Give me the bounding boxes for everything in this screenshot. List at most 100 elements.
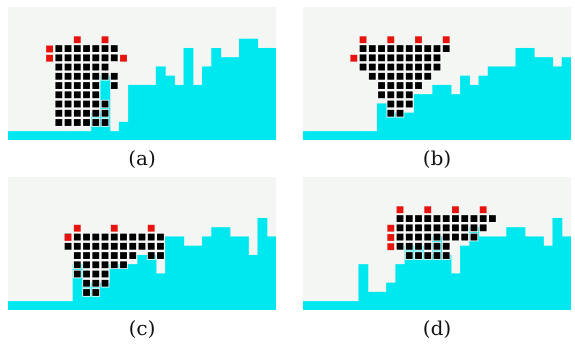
robot-module bbox=[137, 242, 147, 251]
robot-module bbox=[395, 72, 405, 81]
robot-module bbox=[82, 81, 91, 90]
robot-module bbox=[395, 90, 405, 99]
robot-module bbox=[432, 53, 442, 63]
robot-module bbox=[441, 242, 451, 251]
robot-module bbox=[100, 279, 110, 288]
robot-module bbox=[423, 44, 432, 53]
terrain-column bbox=[17, 131, 28, 140]
robot-module bbox=[386, 44, 395, 53]
terrain-column bbox=[35, 301, 46, 310]
robot-module bbox=[156, 232, 165, 242]
terrain-column bbox=[220, 57, 231, 140]
robot-module bbox=[405, 62, 414, 72]
terrain-column bbox=[174, 236, 185, 310]
robot-module bbox=[100, 53, 110, 63]
terrain-column bbox=[54, 301, 65, 310]
robot-module bbox=[91, 242, 100, 251]
robot-module bbox=[54, 44, 64, 53]
robot-module bbox=[82, 269, 91, 279]
terrain-column bbox=[109, 264, 120, 310]
robot-module bbox=[63, 99, 73, 109]
terrain-column bbox=[395, 112, 406, 140]
marker-cell bbox=[110, 224, 118, 232]
robot-module bbox=[441, 44, 451, 53]
robot-module bbox=[54, 90, 64, 99]
terrain-column bbox=[312, 301, 323, 310]
terrain-column bbox=[44, 131, 55, 140]
terrain-column bbox=[506, 227, 517, 310]
terrain-column bbox=[349, 301, 360, 310]
robot-module bbox=[73, 118, 82, 127]
robot-module bbox=[146, 232, 156, 242]
robot-module bbox=[405, 214, 414, 223]
robot-module bbox=[82, 288, 91, 297]
robot-module bbox=[423, 62, 432, 72]
terrain-column bbox=[183, 47, 194, 140]
terrain-column bbox=[100, 282, 111, 310]
robot-module bbox=[395, 53, 405, 63]
terrain-column bbox=[202, 66, 212, 140]
robot-module bbox=[423, 72, 432, 81]
robot-module bbox=[358, 53, 368, 63]
robot-module bbox=[100, 118, 110, 127]
robot-module bbox=[377, 72, 386, 81]
robot-module bbox=[100, 109, 110, 118]
terrain-column bbox=[460, 75, 470, 140]
terrain-column bbox=[386, 282, 396, 310]
terrain-column bbox=[376, 291, 387, 310]
robot-module bbox=[100, 269, 110, 279]
marker-cell bbox=[387, 36, 395, 44]
terrain-column bbox=[561, 236, 571, 310]
terrain-column bbox=[202, 236, 212, 310]
robot-module bbox=[432, 214, 442, 223]
terrain-column bbox=[239, 38, 249, 140]
robot-module bbox=[73, 260, 82, 269]
robot-module bbox=[358, 44, 368, 53]
robot-module bbox=[63, 81, 73, 90]
robot-module bbox=[63, 72, 73, 81]
robot-module bbox=[395, 214, 405, 223]
grid-scene-b bbox=[303, 7, 571, 140]
terrain-column bbox=[534, 236, 544, 310]
robot-module bbox=[432, 251, 442, 260]
robot-module bbox=[423, 53, 432, 63]
robot-module bbox=[73, 90, 82, 99]
robot-module bbox=[432, 44, 442, 53]
robot-module bbox=[441, 232, 451, 242]
marker-cell bbox=[387, 243, 395, 251]
marker-cell bbox=[452, 206, 459, 214]
terrain-column bbox=[128, 84, 138, 140]
terrain-column bbox=[432, 236, 443, 310]
robot-module bbox=[63, 90, 73, 99]
robot-module bbox=[395, 232, 405, 242]
robot-module bbox=[405, 242, 414, 251]
terrain-column bbox=[165, 236, 175, 310]
terrain-column bbox=[376, 103, 387, 140]
robot-module bbox=[100, 251, 110, 260]
panel-a bbox=[8, 7, 276, 140]
robot-module bbox=[54, 72, 64, 81]
robot-module bbox=[82, 242, 91, 251]
robot-module bbox=[451, 223, 460, 233]
robot-module bbox=[119, 260, 128, 269]
terrain-column bbox=[137, 84, 148, 140]
robot-module bbox=[469, 223, 479, 233]
terrain-column bbox=[8, 301, 18, 310]
robot-module bbox=[82, 62, 91, 72]
robot-module bbox=[100, 62, 110, 72]
terrain-column bbox=[543, 57, 554, 140]
robot-module bbox=[110, 53, 119, 63]
terrain-column bbox=[211, 227, 222, 310]
robot-module bbox=[368, 72, 377, 81]
robot-module bbox=[386, 99, 395, 109]
robot-module bbox=[488, 214, 497, 223]
robot-module bbox=[377, 62, 386, 72]
robot-module bbox=[395, 62, 405, 72]
terrain-column bbox=[26, 131, 37, 140]
robot-module bbox=[423, 251, 432, 260]
terrain-column bbox=[469, 84, 480, 140]
marker-cell bbox=[101, 36, 109, 44]
marker-cell bbox=[46, 45, 53, 53]
marker-cell bbox=[387, 234, 395, 241]
robot-module bbox=[156, 242, 165, 251]
